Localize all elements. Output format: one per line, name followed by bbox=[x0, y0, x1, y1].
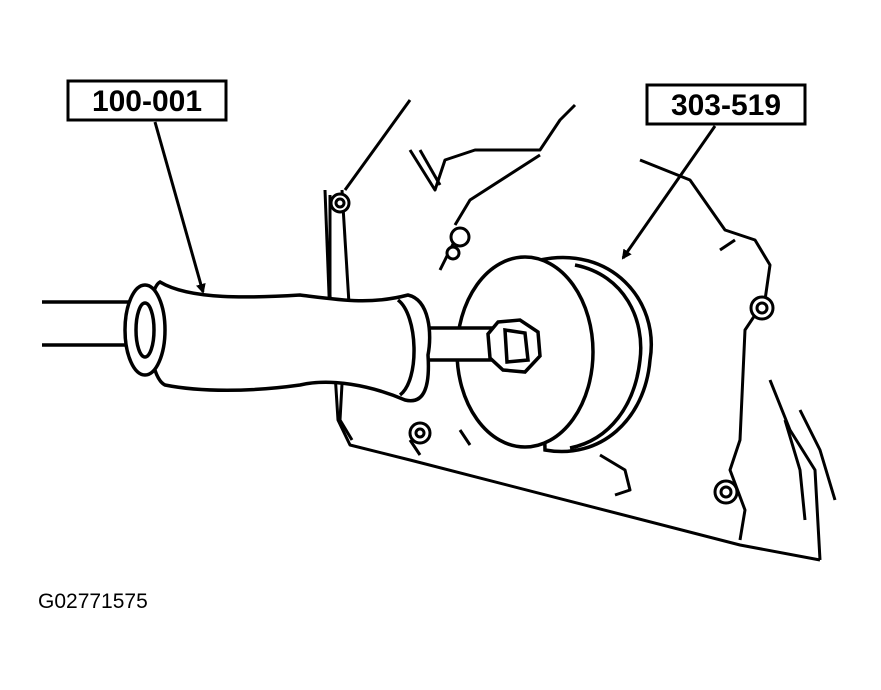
callout-seal-remover: 303-519 bbox=[621, 83, 807, 260]
slide-hammer-tool bbox=[42, 279, 432, 403]
callout-label-seal-remover: 303-519 bbox=[671, 89, 781, 122]
seal-remover-tool bbox=[455, 255, 653, 454]
figure-id: G02771575 bbox=[38, 590, 148, 613]
bolt-lower-left bbox=[408, 421, 432, 445]
callout-arrow-slide-hammer bbox=[153, 121, 206, 294]
callout-slide-hammer: 100-001 bbox=[66, 79, 228, 294]
shaft-nut bbox=[486, 318, 542, 374]
bolt-top-left bbox=[329, 192, 351, 214]
bolt-right bbox=[749, 295, 775, 321]
bolt-lower-right bbox=[713, 479, 739, 505]
bolt-upper-middle bbox=[445, 226, 471, 261]
callout-arrow-seal-remover bbox=[621, 125, 717, 260]
callout-label-slide-hammer: 100-001 bbox=[92, 85, 202, 118]
